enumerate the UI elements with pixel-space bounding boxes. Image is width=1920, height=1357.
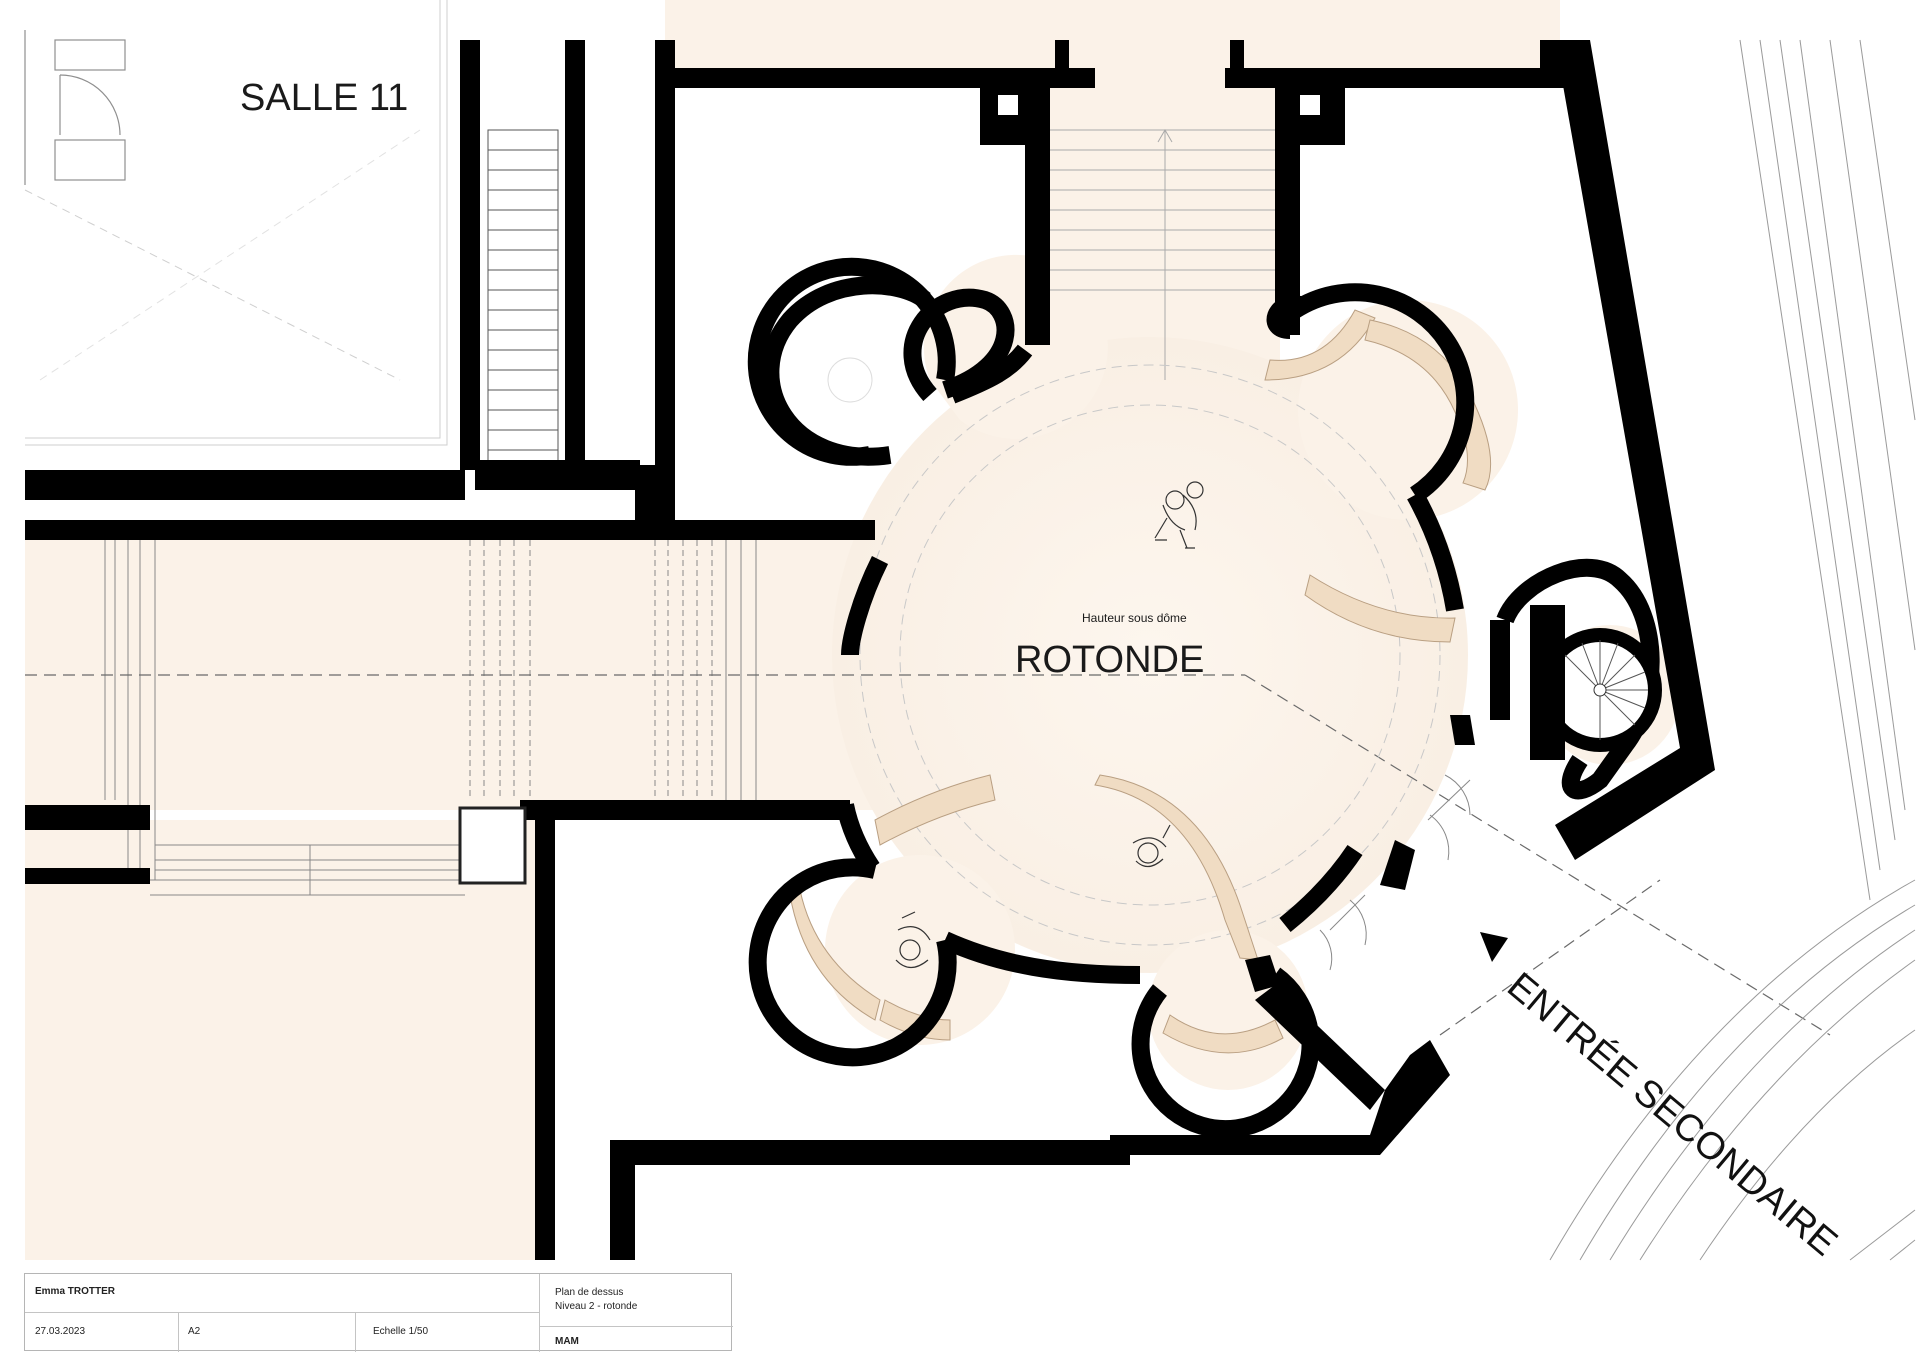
rotonde-walls <box>747 257 1475 1139</box>
author-name: Emma TROTTER <box>35 1286 116 1297</box>
entrance-wall-blocks <box>1245 715 1475 992</box>
spiral-stair <box>1490 558 1662 800</box>
wall-notches <box>480 95 1320 520</box>
salle-11-label: SALLE 11 <box>240 77 408 119</box>
rotonde-circles <box>859 364 1441 946</box>
project-code: MAM <box>555 1336 579 1347</box>
salle-11-outline <box>24 0 448 446</box>
rotonde-floor <box>832 337 1468 973</box>
rotonde-label: ROTONDE <box>1015 639 1204 681</box>
door-swing-topleft <box>24 30 126 185</box>
paper-format: A2 <box>188 1326 201 1337</box>
entrance-label: ENTRÉE SECONDAIRE <box>1499 964 1845 1264</box>
staircase-top <box>1050 129 1280 380</box>
round-table <box>827 357 873 403</box>
plan-description: Plan de dessus Niveau 2 - rotonde <box>545 1280 647 1320</box>
street-lines <box>1549 39 1916 1261</box>
title-block: Emma TROTTER 27.03.2023 A2 Echelle 1/50 … <box>24 1273 733 1352</box>
drawing-scale: Echelle 1/50 <box>373 1326 429 1337</box>
plan-level: Niveau 2 - rotonde <box>555 1301 638 1312</box>
drawing-date: 27.03.2023 <box>35 1326 86 1337</box>
column <box>458 806 527 885</box>
plan-type: Plan de dessus <box>555 1287 624 1298</box>
entrance-doors <box>1319 774 1471 971</box>
guide-lines <box>25 674 1831 1036</box>
benches <box>789 309 1492 1054</box>
walls <box>25 40 1715 1260</box>
people-sketches <box>895 481 1204 969</box>
staircase-left <box>487 129 559 466</box>
entrance-arrow-icon <box>1480 932 1508 962</box>
staircase-corridor <box>104 540 757 896</box>
dome-height-note: Hauteur sous dôme <box>1082 611 1187 625</box>
